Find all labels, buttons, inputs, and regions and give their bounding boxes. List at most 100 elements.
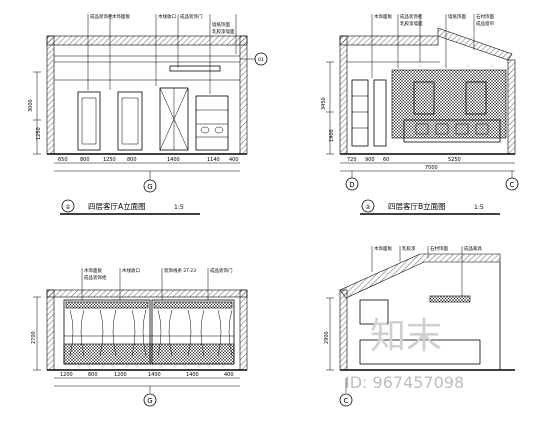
- ceiling-slab: [339, 35, 439, 46]
- left-wall: [339, 35, 348, 155]
- grid-label-c: G: [147, 397, 152, 405]
- curtain-right: [157, 309, 233, 357]
- right-wall: [239, 289, 248, 371]
- watermark-logo: 知末: [370, 316, 442, 357]
- grid-bubble-d: [339, 393, 353, 407]
- dim-bottom-a-4: 800: [127, 157, 137, 163]
- note-b-5: 石材饰面: [476, 13, 494, 20]
- dim-bottom-a-6: 1140: [207, 157, 220, 163]
- note-d-4: 成品家具: [464, 245, 482, 252]
- dim-left-d-1: 2900: [324, 331, 330, 344]
- detail-callout-label: 01: [258, 57, 264, 63]
- grid-label-a: G: [147, 183, 152, 191]
- watermark-id: ID: 967457098: [345, 373, 464, 392]
- dim-bottom-b-1: 720: [347, 157, 357, 163]
- grid-label-b-right: C: [510, 181, 515, 189]
- note-d-1: 木饰面板: [374, 245, 392, 252]
- note-c-4: 装饰线条 2T-23: [164, 267, 196, 274]
- dim-bottom-b-2: 900: [365, 157, 375, 163]
- door-1: [77, 91, 101, 151]
- display-cabinet: [195, 95, 229, 151]
- note-a-4: 成品装饰门: [180, 13, 203, 20]
- note-c-5: 成品装饰门: [210, 267, 233, 274]
- dim-bottom-c-4: 1400: [148, 372, 161, 378]
- note-leaders-c: [81, 268, 209, 300]
- dim-bottom-b-4: 5250: [448, 157, 461, 163]
- note-a-2: 木饰面板: [112, 13, 130, 20]
- note-a-3: 木线收口: [158, 13, 176, 20]
- sofa: [359, 339, 481, 365]
- dim-bottom-b-total: 7000: [425, 165, 438, 171]
- title-number-a: ①: [65, 204, 70, 211]
- elevation-panel-b: 木饰面板 成品装饰柜 乳胶漆墙面 墙纸饰面 石材饰面 成品窗帘 3450 190…: [321, 13, 519, 215]
- ceiling-slab: [46, 289, 248, 298]
- grid-label-b-left: D: [349, 181, 354, 189]
- dim-bottom-a-3: 1250: [103, 157, 116, 163]
- note-c-3: 木线收口: [122, 267, 140, 274]
- ceiling-slab: [46, 35, 248, 46]
- sloped-roof: [437, 27, 513, 61]
- note-b-2: 成品装饰柜: [400, 13, 423, 20]
- left-wall: [46, 289, 55, 371]
- dim-bottom-c-5: 1400: [186, 372, 199, 378]
- dim-bottom-a-1: 650: [58, 157, 68, 163]
- dim-bottom-a-2: 800: [80, 157, 90, 163]
- panel-scale-a: 1:5: [174, 204, 184, 211]
- note-c-1: 木饰面板: [84, 267, 102, 274]
- wall-shelf: [351, 79, 369, 147]
- right-wall: [239, 35, 248, 155]
- dim-left-a-2: 1250: [36, 127, 42, 140]
- note-leaders-b: [371, 14, 475, 78]
- curtain-left: [69, 309, 147, 357]
- left-wall: [339, 289, 348, 371]
- dim-bottom-c-3: 1200: [114, 372, 127, 378]
- note-d-2: 乳胶漆: [402, 245, 416, 252]
- note-b-6: 成品窗帘: [476, 20, 494, 27]
- elevation-panel-a: 01 成品装饰柜 木饰面板 木线收口 成品装饰门 墙纸饰面 乳胶漆墙面 3000…: [28, 13, 268, 215]
- dim-bottom-b-3: 60: [383, 157, 389, 163]
- left-wall: [46, 35, 55, 155]
- sloped-roof: [339, 253, 501, 299]
- dim-left-a-1: 3000: [28, 99, 34, 112]
- note-a-6: 乳胶漆墙面: [212, 28, 235, 35]
- dim-bottom-c-2: 800: [88, 372, 98, 378]
- window-right: [465, 81, 487, 115]
- feature-wall: [391, 69, 507, 139]
- sofa: [403, 119, 501, 143]
- grid-bubble-b-right: [505, 177, 519, 191]
- note-b-3: 乳胶漆墙面: [400, 20, 423, 27]
- elevation-panel-d: 木饰面板 乳胶漆 石材饰面 成品家具 2900 C: [324, 245, 515, 407]
- note-a-1: 成品装饰柜: [90, 13, 113, 20]
- note-c-2: 成品装饰柜: [84, 274, 107, 281]
- dim-left-c-1: 2700: [31, 331, 37, 344]
- picture-frame: [359, 299, 389, 325]
- panel-title-a: 四层客厅A立面图: [88, 201, 146, 211]
- lower-cabinet: [63, 343, 235, 365]
- panel-scale-b: 1:5: [474, 204, 484, 211]
- door-2: [117, 91, 143, 151]
- panel-title-b: 四层客厅B立面图: [388, 201, 446, 211]
- grid-bubble-a: [143, 179, 157, 193]
- note-b-1: 木饰面板: [374, 13, 392, 20]
- dim-left-b-2: 1900: [329, 129, 335, 142]
- dim-bottom-a-5: 1400: [167, 157, 180, 163]
- dim-bottom-c-6: 400: [224, 372, 234, 378]
- dim-left-b-1: 3450: [321, 97, 327, 110]
- grid-bubble-c: [143, 393, 157, 407]
- title-number-b: ②: [365, 204, 371, 211]
- wall-shelf: [429, 295, 471, 303]
- note-a-5: 墙纸饰面: [212, 21, 230, 28]
- window-left: [413, 81, 435, 115]
- note-d-3: 石材饰面: [430, 245, 448, 252]
- ceiling-light: [169, 65, 221, 72]
- elevation-panel-c: 木饰面板 成品装饰柜 木线收口 装饰线条 2T-23 成品装饰门 2700 12…: [31, 267, 248, 407]
- right-wall: [507, 59, 516, 155]
- note-b-4: 墙纸饰面: [448, 13, 466, 20]
- grid-bubble-b-left: [345, 177, 359, 191]
- note-leaders-a: [87, 14, 237, 94]
- grid-label-d: C: [344, 397, 349, 405]
- dim-bottom-a-7: 400: [229, 157, 239, 163]
- dim-bottom-c-1: 1200: [60, 372, 73, 378]
- note-leaders-d: [371, 246, 463, 296]
